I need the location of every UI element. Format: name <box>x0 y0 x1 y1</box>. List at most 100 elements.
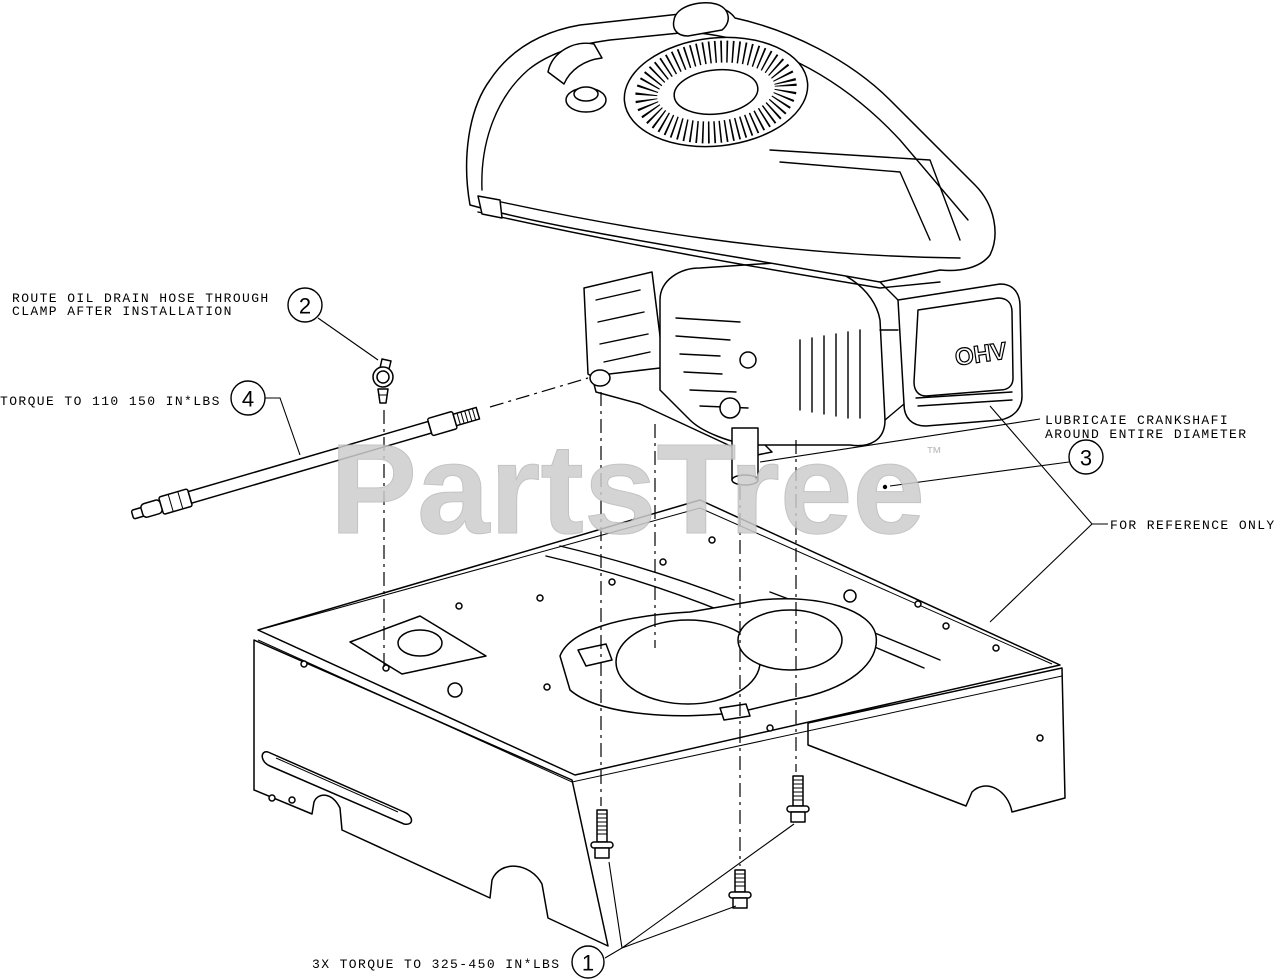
note-bolt-torque: 3X TORQUE TO 325-450 IN*LBS <box>312 957 560 972</box>
bolt-shaft <box>734 869 746 893</box>
deck-left-skirt-slot-inner <box>275 757 399 813</box>
deck-ridge <box>545 545 941 669</box>
deck-hole <box>608 578 616 586</box>
hose-fitting-left-lines <box>167 491 184 512</box>
engine: OHV <box>465 2 1023 486</box>
note-lubricate-line1: LUBRICAIE CRANKSHAFI <box>1045 413 1229 428</box>
engine-side-links <box>879 281 905 421</box>
hose-clamp-ring-inner <box>376 370 390 384</box>
deck-hole <box>543 683 551 691</box>
deck-hole <box>942 622 950 630</box>
leader-bolts <box>604 823 795 959</box>
deck-emboss-hole <box>397 629 443 657</box>
callout-circle <box>287 287 323 323</box>
note-hose-torque: TORQUE TO 110 150 IN*LBS <box>0 394 221 409</box>
shroud-panel-lines <box>769 149 961 241</box>
fuel-cap <box>672 2 729 37</box>
deck-hole <box>536 594 544 602</box>
leader-lines <box>265 317 1108 959</box>
bolt-head <box>594 847 610 859</box>
mount-tab <box>719 703 751 721</box>
leader-lubricant <box>889 461 1070 487</box>
deck-hole <box>708 536 716 544</box>
leader-hose <box>265 397 301 456</box>
deck-hole <box>455 602 463 610</box>
note-lubricate-line2: AROUND ENTIRE DIAMETER <box>1045 427 1247 442</box>
deck-left-skirt-slot <box>261 751 413 825</box>
deck-skirt-hole <box>288 796 296 804</box>
valve-cover-ribs <box>915 391 1013 407</box>
bolt-flange <box>590 841 614 849</box>
note-route-hose-line1: ROUTE OIL DRAIN HOSE THROUGH <box>12 291 270 306</box>
watermark-logo: PartsTree <box>330 418 925 561</box>
hose-clamp <box>372 358 394 404</box>
deck-hole <box>914 600 922 608</box>
deck-skirt-hole <box>268 794 276 802</box>
callout-circle <box>1068 439 1104 475</box>
callout-number: 4 <box>242 387 254 412</box>
crankcase-detail <box>595 289 651 363</box>
deck-hole <box>766 724 774 732</box>
deck-hole <box>992 644 1000 652</box>
mount-tab <box>577 643 613 667</box>
hose-clamp-clip <box>377 388 389 404</box>
bolt-flange <box>786 805 810 813</box>
shroud-bracket <box>477 195 503 219</box>
crankshaft-end <box>731 474 759 486</box>
leader-reference <box>989 405 1108 623</box>
blower-housing-rim <box>477 211 941 289</box>
oil-fill-cap-top <box>573 86 599 102</box>
deck-top-plate-lip <box>257 639 1063 783</box>
deck-hole <box>447 682 463 698</box>
callout-4: 4 <box>230 380 266 416</box>
leader-clamp <box>317 317 379 361</box>
note-reference: FOR REFERENCE ONLY <box>1110 518 1276 533</box>
alignment-lines <box>383 377 797 866</box>
callout-number: 3 <box>1080 446 1092 471</box>
callout-3: 3 <box>1068 439 1104 475</box>
fan-grille-hub <box>673 68 759 116</box>
bolt <box>728 869 752 909</box>
deck-skirt-hole <box>1036 734 1044 742</box>
leader-crankshaft <box>759 418 1041 463</box>
deck-fold-line <box>265 507 1053 665</box>
callout-number: 2 <box>299 294 311 319</box>
lubricant-dot <box>882 484 888 490</box>
hose-thread-lines <box>456 408 477 425</box>
crankshaft-opening <box>615 619 761 705</box>
bolt-threads <box>735 873 745 887</box>
bolt-threads <box>793 779 803 801</box>
callout-circle <box>571 945 605 979</box>
cylinder-shroud-boss <box>739 351 757 369</box>
valve-cover-panel <box>913 297 1014 397</box>
starter-handle <box>547 42 603 85</box>
hose-fitting-left <box>158 488 193 515</box>
deck-hole <box>843 589 857 603</box>
bolt <box>590 809 614 859</box>
bolt-head <box>732 897 748 909</box>
callout-circle <box>230 380 266 416</box>
bolt-flange <box>728 891 752 899</box>
note-route-hose-line2: CLAMP AFTER INSTALLATION <box>12 304 233 319</box>
callout-2: 2 <box>287 287 323 323</box>
bolt-threads <box>597 813 607 835</box>
cylinder-shroud-boss <box>719 397 741 419</box>
cylinder-shroud <box>659 261 886 447</box>
crankshaft <box>731 427 759 481</box>
alignment-line <box>489 377 589 408</box>
deck-right-skirt <box>807 667 1066 813</box>
fan-grille-vents <box>635 40 797 144</box>
watermark-trademark: ™ <box>926 445 942 462</box>
bolt-head <box>790 811 806 823</box>
mower-deck <box>253 499 1066 947</box>
oil-drain-hose <box>130 406 481 520</box>
bolt <box>786 775 810 823</box>
deck-left-skirt <box>253 639 609 947</box>
crankshaft-opening-right <box>737 609 843 671</box>
deck-hole <box>659 558 667 566</box>
callout-number: 1 <box>582 951 594 976</box>
mount-boss <box>589 369 611 387</box>
crankcase-left <box>583 271 665 385</box>
callout-1: 1 <box>571 945 605 979</box>
